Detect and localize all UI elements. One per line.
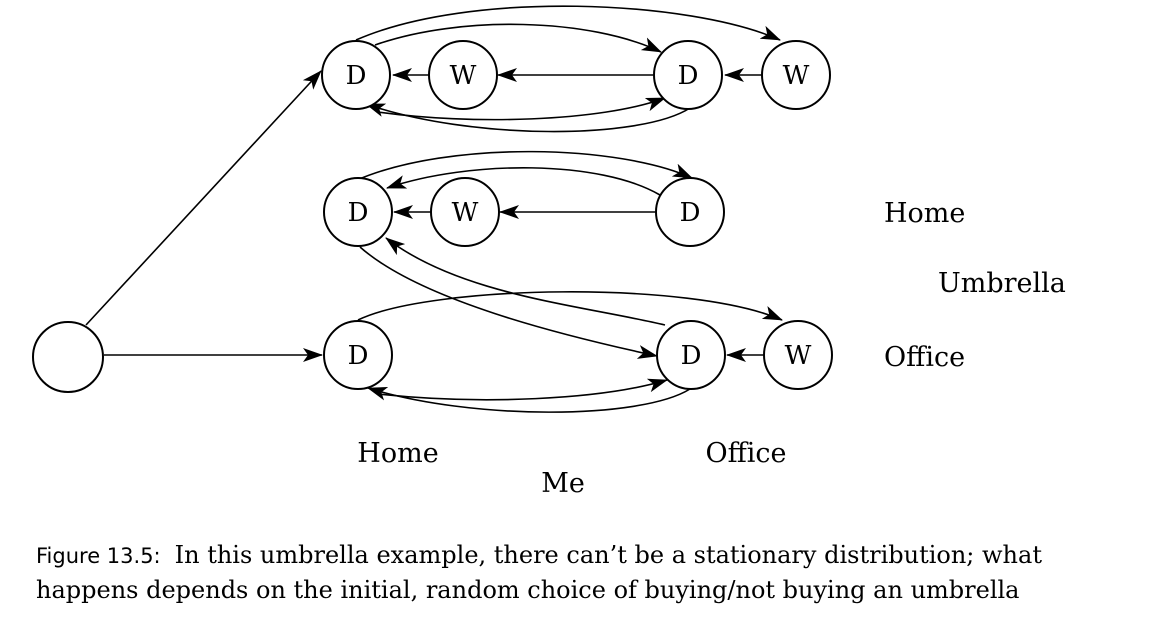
svg-text:D: D — [348, 341, 369, 371]
edge-r3-doffice-to-dhome — [367, 386, 691, 413]
edge-r2-doffice-to-dhome — [386, 167, 661, 196]
edge-r1-dhome-to-doffice — [374, 23, 662, 53]
svg-text:W: W — [452, 198, 479, 228]
svg-text:D: D — [678, 61, 699, 91]
node-r2-d-office: D — [655, 177, 725, 247]
label-umbrella-office: Office — [884, 342, 965, 373]
edge-r1-doffice-lower — [377, 97, 666, 121]
edge-r2-dhome-to-r3-doffice — [359, 246, 658, 359]
node-r1-w-office: W — [761, 40, 831, 110]
svg-text:D: D — [681, 341, 702, 371]
figure-caption: Figure 13.5:In this umbrella example, th… — [36, 538, 1136, 607]
node-r1-d-home: D — [321, 40, 391, 110]
figure-label: Figure 13.5: — [36, 544, 161, 568]
label-umbrella-title: Umbrella — [938, 268, 1066, 299]
node-r2-w-home: W — [430, 177, 500, 247]
label-me-office: Office — [705, 438, 786, 469]
edge-r2-dhome-to-doffice — [356, 150, 693, 181]
svg-text:W: W — [450, 61, 477, 91]
label-me-home: Home — [357, 438, 438, 469]
svg-text:D: D — [348, 198, 369, 228]
edge-start-to-row1 — [85, 70, 322, 326]
edge-r3-doffice-to-r2-dhome — [385, 237, 666, 326]
svg-text:W: W — [783, 61, 810, 91]
node-r3-d-office: D — [656, 320, 726, 390]
edge-r1-dhome-to-woffice — [355, 5, 781, 41]
node-r3-d-home: D — [323, 320, 393, 390]
svg-text:D: D — [680, 198, 701, 228]
node-r3-w-office: W — [763, 320, 833, 390]
svg-text:W: W — [785, 341, 812, 371]
label-umbrella-home: Home — [884, 198, 965, 229]
node-start — [32, 321, 104, 393]
label-me-title: Me — [541, 468, 585, 499]
node-r1-d-office: D — [653, 40, 723, 110]
edge-r3-dhome-to-doffice — [377, 378, 668, 401]
node-r1-w-home: W — [428, 40, 498, 110]
umbrella-markov-diagram: D W D W D W D D D W Home Umbrella Office… — [32, 5, 1066, 499]
edge-r1-doffice-to-dhome — [365, 103, 691, 133]
caption-text: In this umbrella example, there can’t be… — [36, 541, 1042, 604]
node-r2-d-home: D — [323, 177, 393, 247]
edge-r3-dhome-to-woffice — [357, 291, 783, 321]
svg-text:D: D — [346, 61, 367, 91]
